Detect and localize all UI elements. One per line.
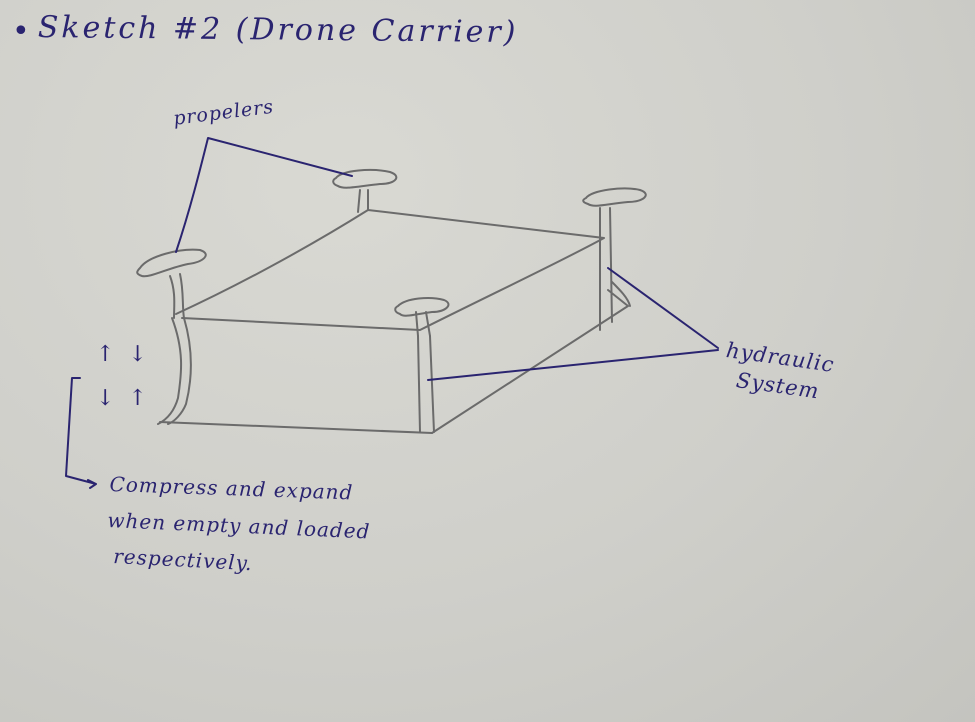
leg-front-right (417, 335, 435, 433)
platform-bottom-front-edge (159, 421, 433, 434)
title-bullet: • (12, 14, 31, 49)
platform-bottom-right-edge (431, 289, 629, 434)
stem-front-left (169, 273, 185, 319)
propellers-pointer (175, 137, 353, 253)
propeller-front-left (136, 248, 207, 278)
leg-back-right (599, 207, 613, 331)
hydraulic-bracket (611, 281, 631, 307)
propeller-back-left (332, 169, 398, 189)
note-bracket (65, 377, 97, 489)
platform-top-outline (175, 209, 605, 331)
propeller-front-right (394, 297, 450, 317)
down-up-arrows-icon: ↓↑ (96, 386, 161, 411)
page-title: Sketch #2 (Drone Carrier) (37, 10, 519, 51)
stem-back-left (357, 189, 369, 213)
propeller-back-right (582, 187, 647, 207)
leg-front-left (157, 317, 192, 425)
stem-front-right (415, 311, 431, 337)
up-down-arrows-icon: ↑↓ (96, 342, 161, 367)
hydraulic-pointer (427, 267, 719, 381)
